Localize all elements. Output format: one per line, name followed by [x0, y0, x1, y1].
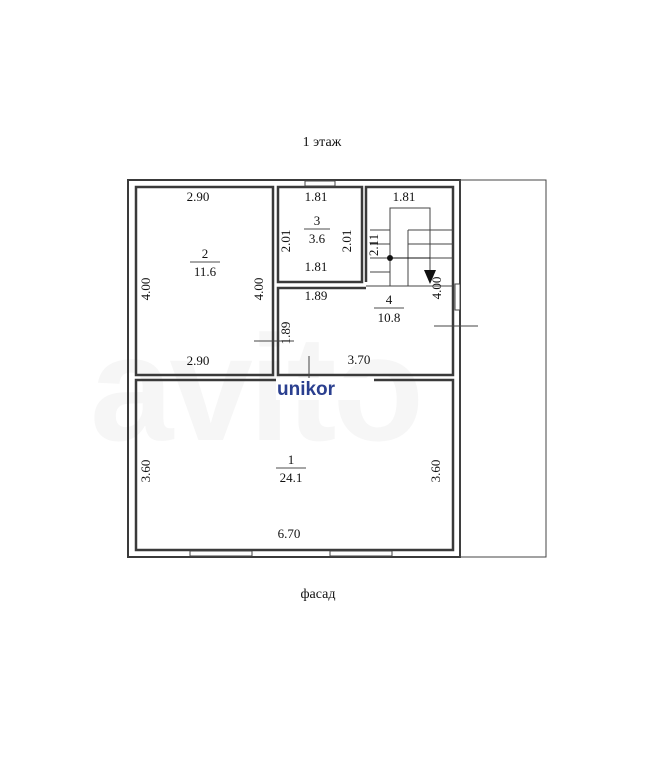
room-3-width-top: 1.81	[305, 189, 328, 204]
room-3-outline	[276, 185, 364, 284]
floor-title: 1 этаж	[303, 135, 342, 150]
room-4-outline	[276, 185, 455, 377]
room-2-number: 2	[202, 246, 209, 261]
room-2-width-bottom: 2.90	[187, 353, 210, 368]
room-1-number: 1	[288, 452, 295, 467]
room-2-outline	[134, 185, 275, 377]
room-2-width-top: 2.90	[187, 189, 210, 204]
room-4-number: 4	[386, 292, 393, 307]
room-1-area: 24.1	[280, 470, 303, 485]
room-3-height-left: 2.01	[278, 230, 293, 253]
room-3-number: 3	[314, 213, 321, 228]
staircase	[366, 207, 453, 287]
room-4-area: 10.8	[378, 310, 401, 325]
room-4-height-right: 4.00	[429, 277, 444, 300]
room-3-width-bottom: 1.81	[305, 259, 328, 274]
room-3-height-right: 2.01	[339, 230, 354, 253]
room-1-height-right: 3.60	[428, 460, 443, 483]
side-annex	[459, 179, 547, 558]
room-4-stair-height: 2.11	[366, 234, 381, 256]
room-4-width-top: 1.81	[393, 189, 416, 204]
stair-arrow-icon	[424, 270, 436, 284]
door-marks	[254, 325, 478, 380]
facade-label: фасад	[300, 587, 335, 602]
svg-text:unikor: unikor	[277, 379, 336, 400]
room-2-height-right: 4.00	[251, 278, 266, 301]
windows	[189, 180, 461, 557]
room-4-passage-height: 1.89	[278, 322, 293, 345]
room-2-height-left: 4.00	[138, 278, 153, 301]
unikor-logo: unikor	[276, 378, 374, 400]
room-1-height-left: 3.60	[138, 460, 153, 483]
room-3-area: 3.6	[309, 231, 326, 246]
room-4-passage-width: 1.89	[305, 288, 328, 303]
room-1-width-top: 3.70	[348, 352, 371, 367]
room-2-area: 11.6	[194, 264, 217, 279]
room-1-width-bottom: 6.70	[278, 526, 301, 541]
